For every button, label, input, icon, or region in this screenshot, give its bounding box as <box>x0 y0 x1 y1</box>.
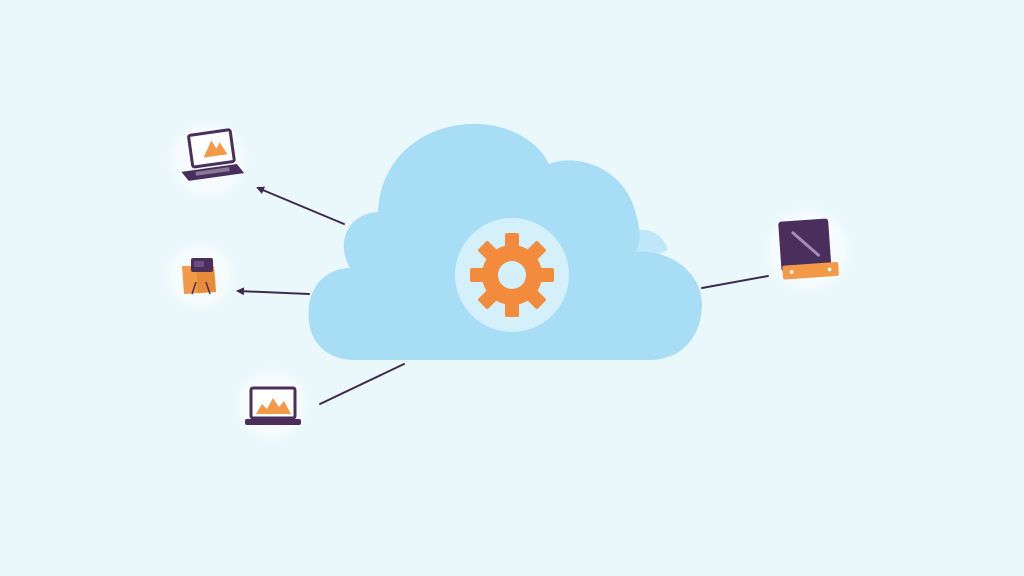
gear-tooth <box>505 233 519 251</box>
server-box-icon <box>168 244 232 308</box>
laptop-icon-top-left <box>172 124 245 196</box>
gear-tooth <box>478 241 500 263</box>
drive-led-2 <box>827 267 832 272</box>
drive-gloss <box>791 231 821 257</box>
laptop-screen-graphic <box>256 398 291 414</box>
cloud-icon <box>308 123 702 361</box>
connector-line-right <box>701 275 769 289</box>
connector-arrow-top-left <box>256 186 345 225</box>
box-legs <box>191 281 211 295</box>
box-shade <box>196 266 216 293</box>
laptop-base <box>245 419 301 425</box>
connector-arrow-mid-left <box>236 287 310 296</box>
gear-icon <box>470 233 554 317</box>
laptop-screen-graphic <box>203 140 228 158</box>
gear-teeth <box>470 233 554 317</box>
box-top-unit-face <box>194 261 204 267</box>
connectors <box>236 186 769 405</box>
drive-led-1 <box>789 270 794 274</box>
gear-tooth <box>524 287 546 309</box>
drive-base <box>782 261 839 280</box>
gear-tooth <box>524 241 546 263</box>
gear-tooth <box>478 287 500 309</box>
connector-line-bottom-left <box>319 363 405 405</box>
gear-tooth <box>536 268 554 282</box>
laptop-icon-bottom-left <box>238 371 306 439</box>
hard-drive-icon <box>768 210 848 290</box>
laptop-keyboard <box>195 167 230 176</box>
laptop-base <box>181 164 245 181</box>
gear-hole <box>498 261 526 289</box>
gear-tooth <box>470 268 488 282</box>
gear-tooth <box>505 299 519 317</box>
